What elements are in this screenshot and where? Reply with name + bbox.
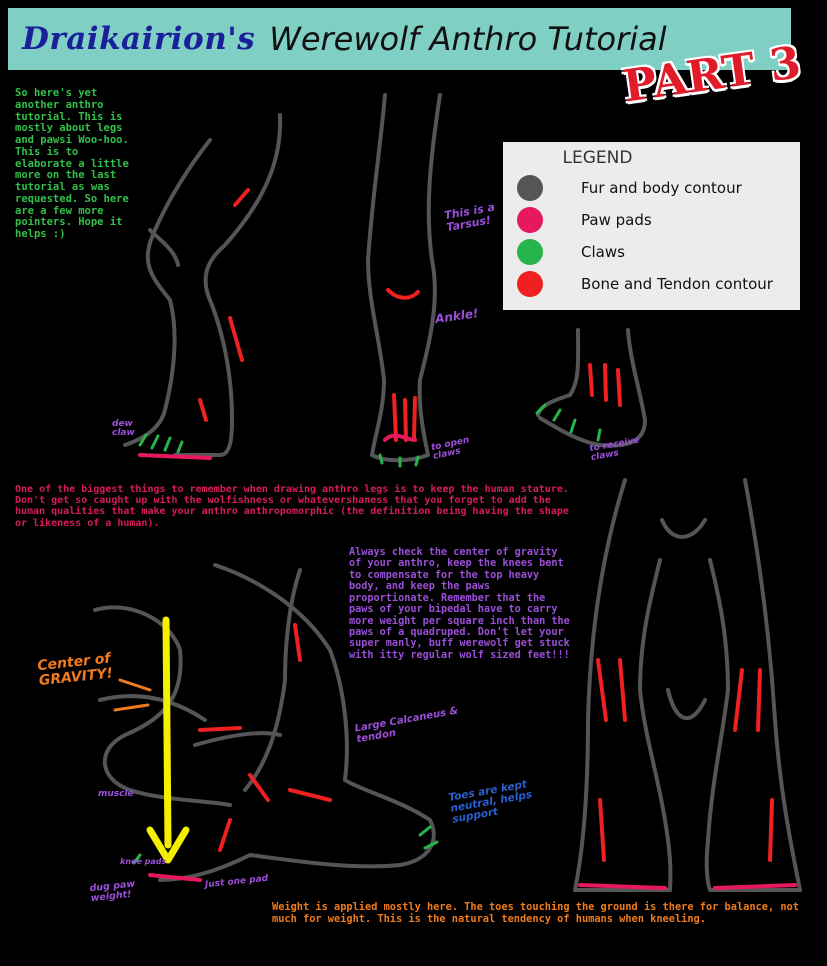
kneeling-leg-sketch — [93, 563, 436, 882]
front-leg-sketch — [366, 93, 442, 463]
legend-label: Fur and body contour — [581, 179, 742, 197]
title-banner: Draikairion's Werewolf Anthro Tutorial — [8, 8, 791, 70]
weight-note: Weight is applied mostly here. The toes … — [272, 901, 799, 925]
artist-name: Draikairion's — [22, 21, 256, 57]
center-of-gravity-note: Always check the center of gravity of yo… — [349, 547, 570, 661]
tutorial-title: Werewolf Anthro Tutorial — [269, 20, 667, 58]
legend-item-bone: Bone and Tendon contour — [517, 268, 788, 300]
legend-item-pads: Paw pads — [517, 204, 788, 236]
legend-title: LEGEND — [562, 148, 633, 168]
human-stature-note: One of the biggest things to remember wh… — [15, 484, 569, 529]
intro-note: So here's yet another anthro tutorial. T… — [15, 87, 129, 240]
dewclaw-annotation: dew claw — [112, 419, 135, 439]
legend-item-fur: Fur and body contour — [517, 172, 788, 204]
legend-label: Bone and Tendon contour — [581, 275, 773, 293]
pads-color-dot — [517, 207, 543, 233]
legend-item-claws: Claws — [517, 236, 788, 268]
muscle-annotation: muscle — [98, 789, 134, 799]
fur-color-dot — [517, 175, 543, 201]
rear-legs-sketch — [573, 478, 802, 892]
legend-panel: LEGEND Fur and body contour Paw pads Cla… — [503, 142, 800, 310]
claws-color-dot — [517, 239, 543, 265]
bone-color-dot — [517, 271, 543, 297]
legend-label: Claws — [581, 243, 625, 261]
legend-label: Paw pads — [581, 211, 652, 229]
side-leg-sketch — [123, 113, 283, 457]
knee-pads-annotation: knee pads — [120, 857, 167, 866]
